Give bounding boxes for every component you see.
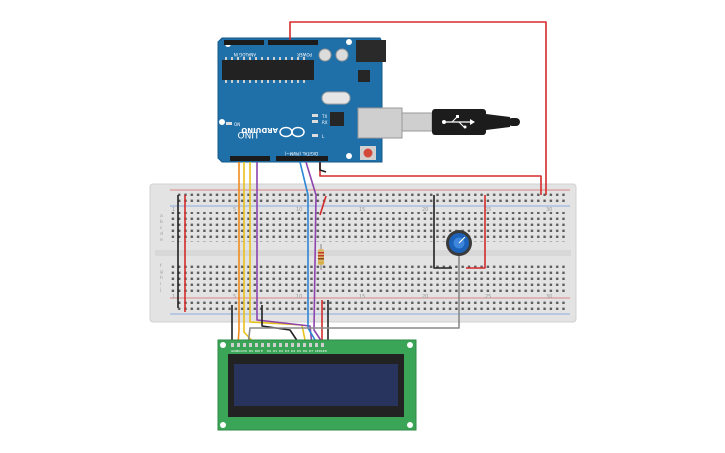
- capacitor: [335, 48, 349, 62]
- lcd-pin-label: VCC: [237, 349, 243, 353]
- lcd-pin-label: D2: [279, 349, 283, 353]
- lcd-pin-label: D3: [285, 349, 289, 353]
- lcd-pin-label: D5: [297, 349, 301, 353]
- row-label: g: [160, 270, 163, 275]
- lcd-16x2[interactable]: GND VCC V0 RS RW E D0 D1 D2 D3 D4 D5 D6 …: [217, 339, 417, 431]
- analog-header: [224, 40, 264, 45]
- wire-gnd-arduino[interactable]: [319, 162, 327, 173]
- mounting-hole: [407, 422, 413, 428]
- column-label: 10: [296, 294, 302, 300]
- lcd-pin-label: E: [261, 349, 263, 353]
- column-label: 10: [296, 207, 302, 213]
- tx-label: TX: [321, 114, 327, 119]
- column-label: 15: [359, 294, 365, 300]
- digital-header-label: DIGITAL (PWM~): [284, 151, 318, 156]
- wire-pot-gnd[interactable]: [433, 195, 452, 269]
- lcd-pin-label: V0: [243, 349, 247, 353]
- usb-cable[interactable]: [401, 109, 520, 135]
- mounting-hole: [346, 153, 352, 159]
- arduino-uno-board[interactable]: ARDUINO UNO DIGITAL (PWM~) POWER ANALOG …: [217, 37, 403, 163]
- column-label: 25: [485, 294, 491, 300]
- row-label: b: [160, 219, 163, 225]
- voltage-regulator: [358, 70, 370, 82]
- row-label: i: [160, 281, 161, 287]
- column-label: 20: [422, 207, 428, 213]
- crystal-oscillator: [321, 91, 351, 105]
- power-header: [268, 40, 318, 45]
- mounting-hole: [219, 119, 225, 125]
- center-channel: [155, 250, 571, 256]
- power-header-label: POWER: [297, 52, 312, 57]
- lcd-pin-label: D7: [309, 349, 313, 353]
- lcd-pin-label: D0: [267, 349, 271, 353]
- column-label: 15: [359, 207, 365, 213]
- row-label: h: [160, 275, 163, 281]
- lcd-pin-label: RW: [255, 349, 260, 353]
- lcd-pin-label: D6: [303, 349, 307, 353]
- analog-header-label: ANALOG IN: [234, 52, 256, 57]
- lcd-pin-label: GND: [231, 349, 239, 353]
- terminal-strip-top: [170, 212, 565, 242]
- row-label: c: [160, 226, 163, 231]
- power-rail-top: [170, 189, 570, 207]
- column-label: 5: [233, 294, 236, 300]
- model-label: UNO: [238, 129, 258, 139]
- wire-pot-v0[interactable]: [247, 256, 460, 346]
- resistor: [318, 244, 324, 270]
- lcd-pin-label: D4: [291, 349, 295, 353]
- capacitor: [318, 48, 332, 62]
- row-label: d: [160, 231, 163, 237]
- digital-header-right: [276, 156, 328, 161]
- lcd-pin-label: LED: [315, 349, 322, 353]
- lcd-pin-label: D1: [273, 349, 277, 353]
- terminal-strip-bottom: [170, 262, 565, 292]
- mounting-hole: [407, 342, 413, 348]
- usb-interface-chip: [330, 112, 344, 126]
- usb-icon: [442, 115, 475, 129]
- brand-label: ARDUINO: [241, 126, 278, 134]
- mounting-hole: [220, 342, 226, 348]
- mounting-hole: [220, 422, 226, 428]
- wire-red-short[interactable]: [319, 195, 327, 216]
- row-label: f: [160, 263, 162, 269]
- reset-button[interactable]: [363, 148, 373, 158]
- row-label: a: [160, 214, 163, 219]
- atmega-chip: [222, 60, 314, 80]
- arduino-logo-icon: [279, 126, 305, 138]
- wire-5v[interactable]: [289, 21, 547, 195]
- lcd-pin-label: LED: [321, 349, 328, 353]
- lcd-pin-label: RS: [249, 349, 253, 353]
- wire-pot-vcc[interactable]: [466, 195, 486, 269]
- breadboard[interactable]: 1 5 10 15 20 25 30 1 5 10 15 20 25 30 a …: [149, 183, 577, 323]
- row-label: e: [160, 238, 163, 243]
- digital-header-left: [230, 156, 270, 161]
- column-label: 30: [546, 207, 552, 213]
- potentiometer[interactable]: [446, 230, 472, 256]
- l-led-label: L: [322, 134, 325, 139]
- rx-label: RX: [322, 120, 328, 125]
- column-label: 1: [172, 207, 175, 213]
- row-label: j: [159, 287, 161, 293]
- wire-purple-1[interactable]: [256, 162, 313, 346]
- mounting-hole: [346, 39, 352, 45]
- power-rail-bottom: [170, 297, 570, 315]
- wire-purple-2[interactable]: [305, 161, 325, 346]
- column-label: 5: [233, 207, 236, 213]
- column-label: 25: [485, 207, 491, 213]
- wire-blue[interactable]: [299, 161, 319, 346]
- wire-yellow-2[interactable]: [249, 162, 307, 346]
- power-jack: [356, 40, 386, 62]
- on-led-label: ON: [234, 122, 240, 127]
- column-label: 20: [422, 294, 428, 300]
- column-label: 30: [546, 294, 552, 300]
- usb-port[interactable]: [357, 107, 403, 139]
- column-label: 1: [172, 294, 175, 300]
- lcd-screen: [234, 364, 398, 406]
